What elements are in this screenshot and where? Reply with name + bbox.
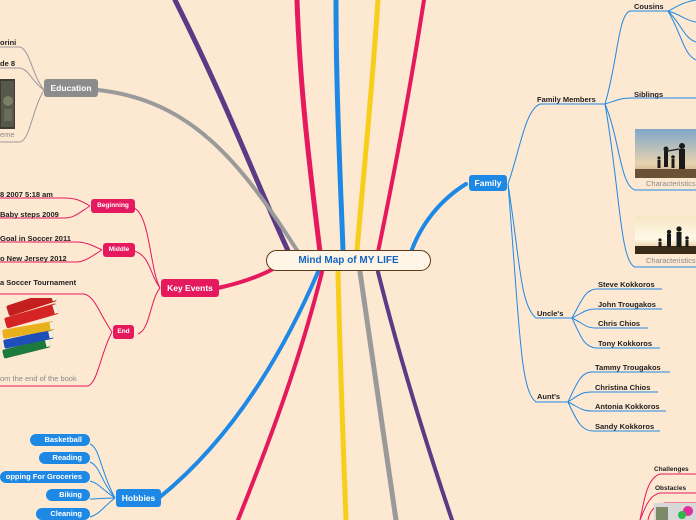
hobby-item[interactable]: Biking: [46, 489, 90, 501]
branch-line-yellow-bottom: [335, 269, 349, 520]
aunt-name[interactable]: Antonia Kokkoros: [595, 402, 660, 411]
branch-line-pink-left-top: [294, 0, 323, 255]
aunt-name[interactable]: Christina Chios: [595, 383, 651, 392]
aunt-name[interactable]: Sandy Kokkoros: [595, 422, 655, 431]
hobby-item[interactable]: Cleaning: [36, 508, 90, 520]
siblings-node[interactable]: Siblings: [634, 90, 664, 99]
beginning-item[interactable]: Baby steps 2009: [0, 210, 59, 219]
end-item[interactable]: a Soccer Tournament: [0, 278, 77, 287]
uncle-name[interactable]: John Trougakos: [598, 300, 656, 309]
education-node[interactable]: Education: [44, 79, 98, 97]
family-members-node[interactable]: Family Members: [537, 95, 596, 104]
obstacles-image: [654, 503, 696, 520]
branch-line-pink-bottom: [236, 270, 324, 520]
uncles-node[interactable]: Uncle's: [537, 309, 564, 318]
hobby-item[interactable]: opping For Groceries: [0, 471, 90, 483]
uncle-name[interactable]: Steve Kokkoros: [598, 280, 655, 289]
aunt-name[interactable]: Tammy Trougakos: [595, 363, 661, 372]
education-item[interactable]: de 8: [0, 59, 16, 68]
branch-line-key-events: [216, 266, 277, 290]
key-events-node[interactable]: Key Events: [161, 279, 219, 297]
branch-line-yellow-top: [354, 0, 381, 253]
challenges-node[interactable]: Challenges: [654, 466, 689, 473]
characteristics-caption-1: Characteristics: [646, 179, 696, 188]
obstacles-node[interactable]: Obstacles: [655, 485, 687, 492]
branch-line-education: [96, 88, 302, 257]
hobbies-node[interactable]: Hobbies: [116, 489, 161, 507]
family-sunset-image: [635, 216, 696, 254]
central-topic[interactable]: Mind Map of MY LIFE: [266, 250, 431, 271]
middle-node[interactable]: Middle: [103, 243, 135, 257]
family-node[interactable]: Family: [469, 175, 507, 191]
branch-line-blue-top: [333, 0, 346, 253]
middle-item[interactable]: Goal in Soccer 2011: [0, 234, 71, 243]
beginning-node[interactable]: Beginning: [91, 199, 135, 213]
hobby-item[interactable]: Reading: [39, 452, 90, 464]
cousins-node[interactable]: Cousins: [634, 2, 664, 11]
characteristics-caption-2: Characteristics: [646, 256, 696, 265]
branch-line-gray-bottom: [357, 269, 399, 520]
uncle-name[interactable]: Chris Chios: [598, 319, 641, 328]
branch-line-purple-bottom: [376, 270, 454, 520]
branch-line-purple-left: [172, 0, 293, 258]
education-caption: eme: [0, 130, 15, 139]
hobby-item[interactable]: Basketball: [30, 434, 90, 446]
family-silhouette-image: [635, 129, 696, 178]
uncle-name[interactable]: Tony Kokkoros: [598, 339, 653, 348]
branch-line-pink-right-top: [376, 0, 426, 254]
end-node[interactable]: End: [113, 325, 134, 339]
branch-line-family: [408, 182, 468, 257]
branch-line-hobbies: [158, 270, 320, 499]
education-image: [0, 79, 15, 129]
middle-item[interactable]: o New Jersey 2012: [0, 254, 67, 263]
education-item[interactable]: orini: [0, 38, 17, 47]
aunts-node[interactable]: Aunt's: [537, 392, 561, 401]
beginning-item[interactable]: 8 2007 5:18 am: [0, 190, 53, 199]
end-caption: om the end of the book: [0, 374, 77, 383]
books-image: [0, 298, 66, 372]
